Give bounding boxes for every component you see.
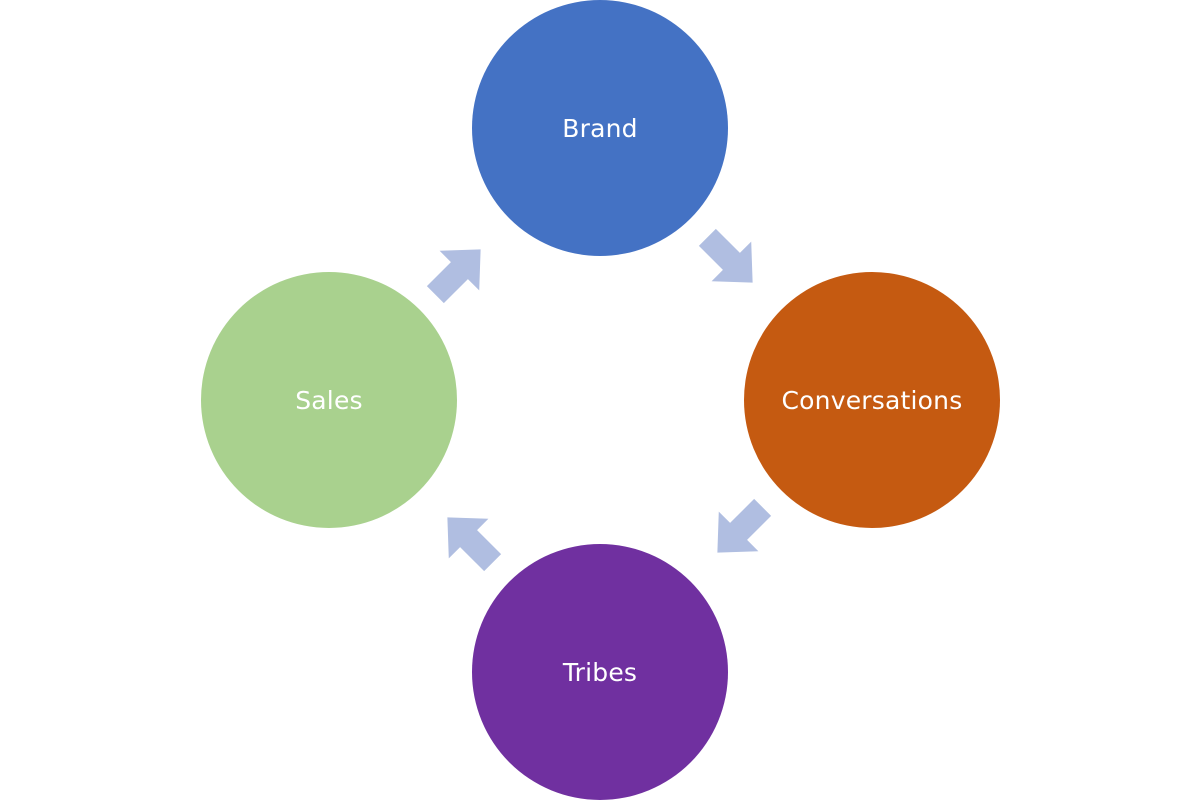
arrow-brand-to-conversations-icon [698, 228, 753, 283]
arrow-shape [426, 249, 481, 304]
node-conversations: Conversations [744, 272, 1000, 528]
arrow-conversations-to-tribes-icon [717, 498, 772, 553]
node-tribes: Tribes [472, 544, 728, 800]
arrow-shape [447, 517, 502, 572]
node-sales: Sales [201, 272, 457, 528]
arrow-tribes-to-sales-icon [447, 517, 502, 572]
node-sales-label: Sales [295, 385, 363, 415]
arrow-sales-to-brand-icon [426, 249, 481, 304]
arrow-shape [717, 498, 772, 553]
node-brand-label: Brand [562, 113, 638, 143]
node-brand: Brand [472, 0, 728, 256]
node-conversations-label: Conversations [781, 385, 963, 415]
node-tribes-label: Tribes [562, 657, 638, 687]
arrow-shape [698, 228, 753, 283]
